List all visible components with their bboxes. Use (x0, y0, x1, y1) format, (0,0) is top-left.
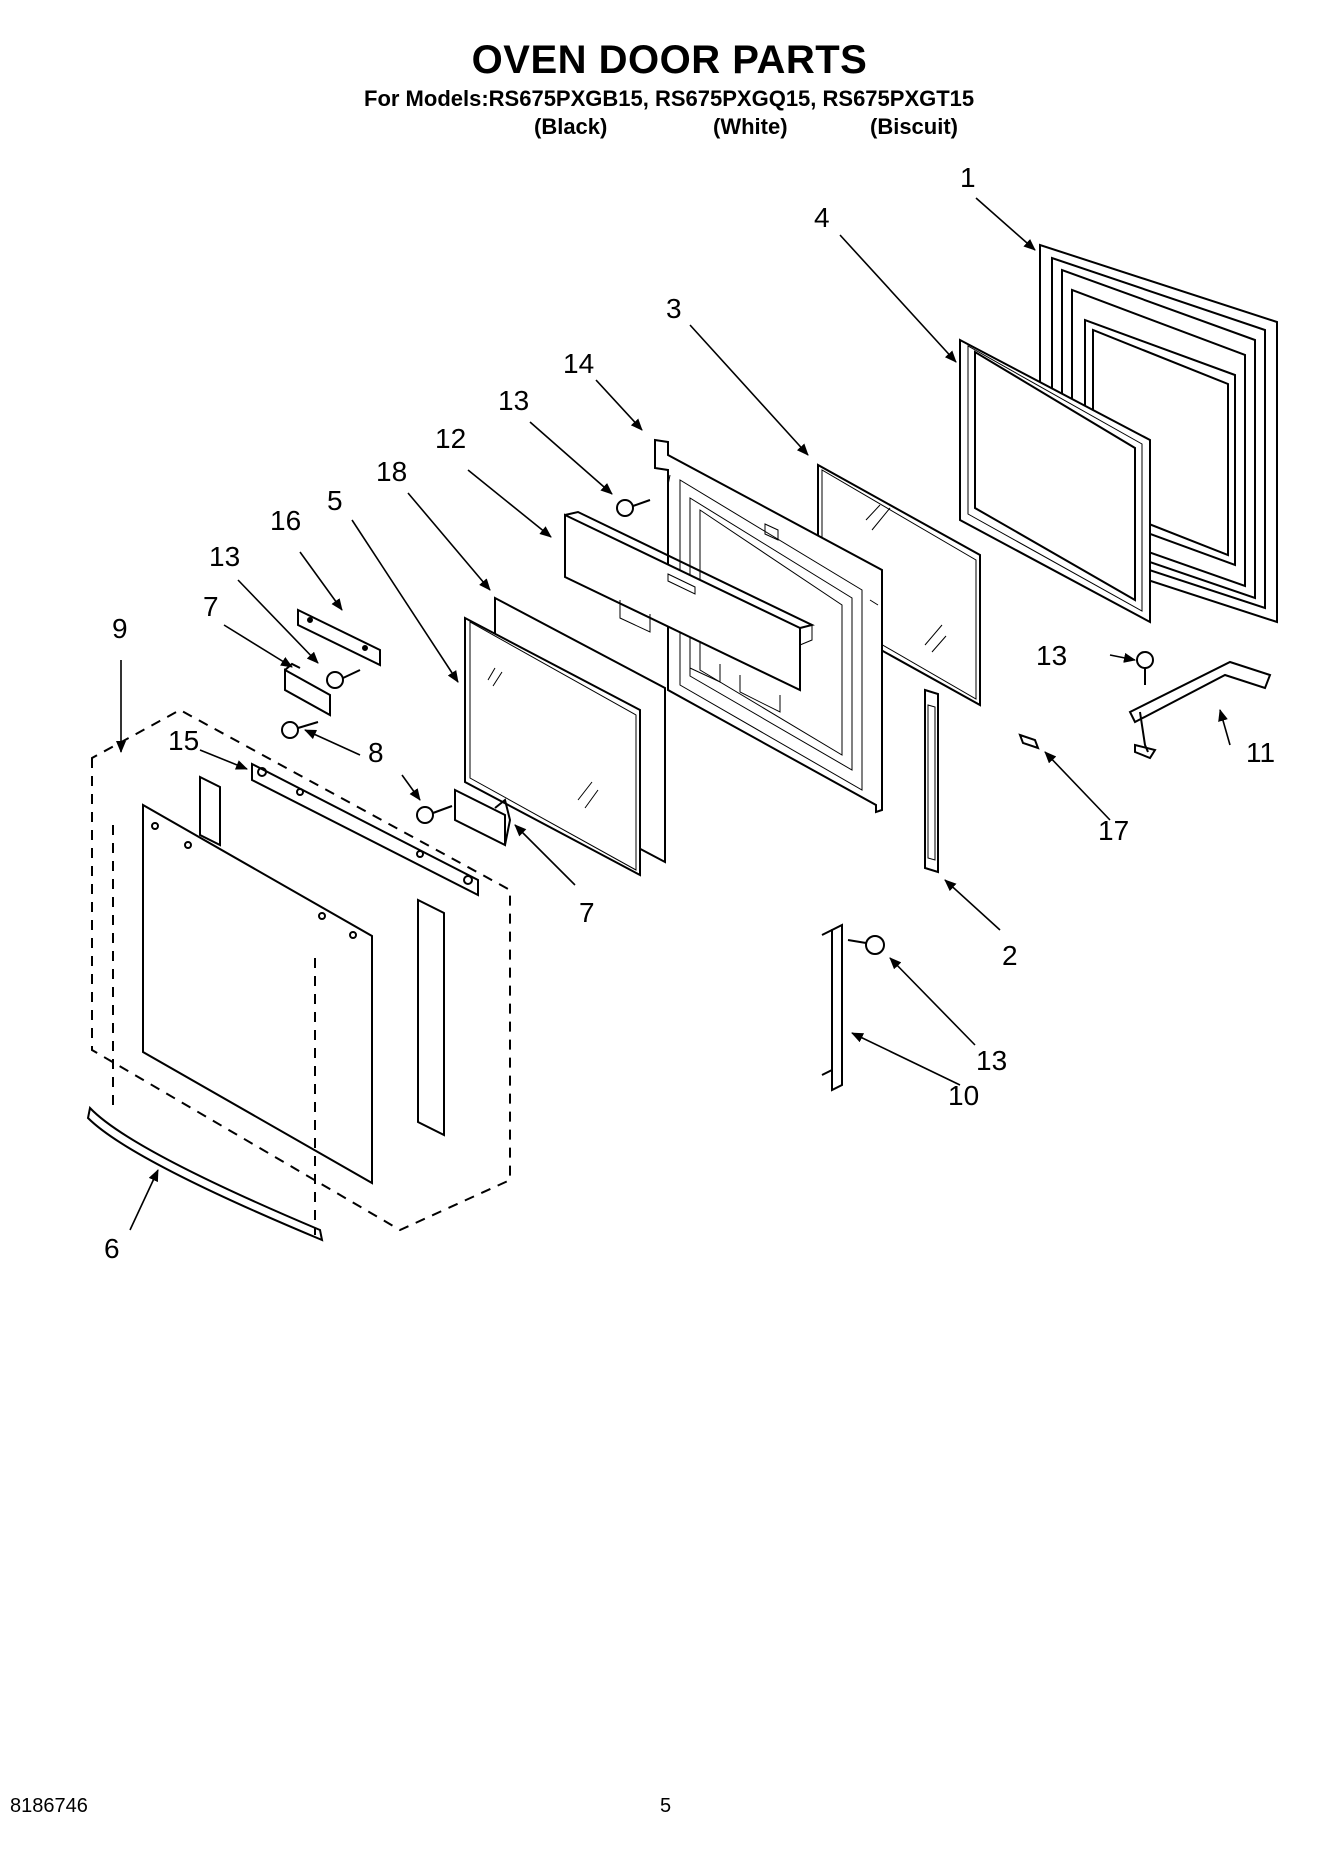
callout-8: 8 (368, 737, 384, 768)
screw-13-bracket (326, 669, 361, 689)
screw-13-right (1136, 651, 1154, 685)
screw-13-upper (616, 499, 651, 517)
part-5-outer-glass (464, 616, 641, 877)
callout-12: 12 (435, 423, 466, 454)
variant-black: (Black) (534, 114, 608, 139)
callout-4: 4 (814, 202, 830, 233)
leader-arrows (116, 197, 1231, 1231)
part-11-bracket (1128, 660, 1272, 760)
part-6-handle (86, 1105, 324, 1242)
callout-10: 10 (948, 1080, 979, 1111)
callout-7-left: 7 (203, 591, 219, 622)
callout-13-right: 13 (1036, 640, 1067, 671)
callout-15: 15 (168, 725, 199, 756)
callout-3: 3 (666, 293, 682, 324)
part-9-outer-door (142, 775, 445, 1185)
callout-17: 17 (1098, 815, 1129, 846)
callout-1: 1 (960, 162, 976, 193)
part-7-hinge-right (454, 788, 512, 847)
callout-2: 2 (1002, 940, 1018, 971)
screw-8-left (281, 721, 319, 739)
page-number: 5 (660, 1795, 672, 1817)
part-7-hinge-left (284, 662, 331, 717)
screw-8-right (416, 805, 453, 824)
part-16-bracket (297, 608, 381, 667)
part-12-baffle (564, 510, 815, 713)
screw-13-lower (847, 935, 885, 955)
models-line: For Models:RS675PXGB15, RS675PXGQ15, RS6… (364, 86, 975, 111)
callout-13-bracket: 13 (209, 541, 240, 572)
page-title: OVEN DOOR PARTS (471, 38, 868, 82)
callout-9: 9 (112, 613, 128, 644)
assembly-outline (91, 708, 511, 1235)
callout-18: 18 (376, 456, 407, 487)
document-number: 8186746 (10, 1795, 88, 1817)
part-17-clip (1018, 733, 1040, 750)
callout-7-right: 7 (579, 897, 595, 928)
callout-11: 11 (1246, 737, 1275, 768)
variant-white: (White) (713, 114, 788, 139)
callout-13-lower: 13 (976, 1045, 1007, 1076)
part-15-channel (251, 762, 479, 897)
variant-biscuit: (Biscuit) (870, 114, 958, 139)
callout-14: 14 (563, 348, 594, 379)
part-4-gasket-frame (959, 338, 1151, 624)
callout-5: 5 (327, 485, 343, 516)
callout-6: 6 (104, 1233, 120, 1264)
callout-13-upper: 13 (498, 385, 529, 416)
part-10-vent (821, 923, 843, 1092)
callout-16: 16 (270, 505, 301, 536)
part-2-door-strip (924, 688, 939, 874)
